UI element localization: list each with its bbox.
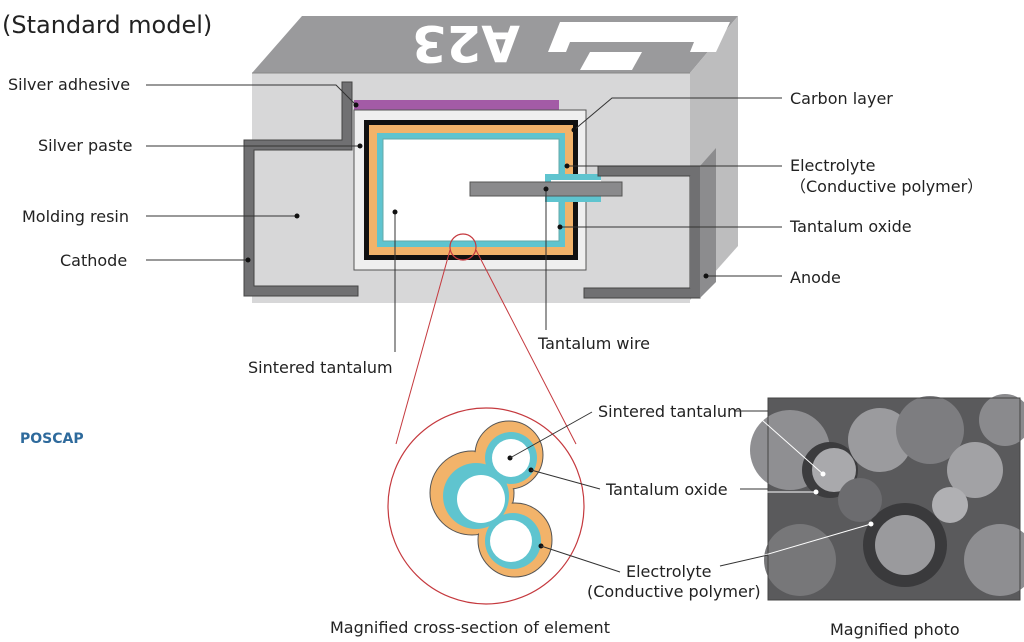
cathode-terminal [243, 81, 359, 297]
label-silver-adhesive: Silver adhesive [8, 75, 130, 94]
diagram-title: (Standard model) [2, 11, 212, 39]
label-silver-paste: Silver paste [38, 136, 132, 155]
magnified-photo [750, 394, 1024, 601]
zoom-callout-circle [449, 233, 477, 261]
label-tantalum-wire: Tantalum wire [537, 334, 650, 353]
label-mag-electrolyte: Electrolyte [626, 562, 712, 581]
label-mag-sintered-tantalum: Sintered tantalum [598, 402, 743, 421]
label-molding-resin: Molding resin [22, 207, 129, 226]
label-conductive-polymer: （Conductive polymer） [790, 177, 983, 196]
label-mag-tantalum-oxide: Tantalum oxide [605, 480, 728, 499]
label-carbon-layer: Carbon layer [790, 89, 893, 108]
label-anode: Anode [790, 268, 841, 287]
label-tantalum-oxide: Tantalum oxide [789, 217, 912, 236]
brand-label: POSCAP [20, 431, 84, 447]
caption-magnified-cross-section: Magnified cross-section of element [330, 618, 610, 637]
bottom-labels: Tantalum wire Sintered tantalum [248, 186, 650, 377]
label-electrolyte: Electrolyte [790, 156, 876, 175]
magnified-cross-section [387, 407, 585, 605]
top-marking: A23 [412, 14, 520, 72]
left-labels: Silver adhesive Silver paste Molding res… [8, 75, 363, 270]
anode-side [700, 148, 716, 298]
label-cathode: Cathode [60, 251, 127, 270]
silver-adhesive-layer [354, 100, 559, 110]
label-mag-conductive-polymer: (Conductive polymer) [587, 582, 761, 601]
polarity-mark-stem [580, 52, 642, 70]
caption-magnified-photo: Magnified photo [830, 620, 960, 639]
right-labels: Carbon layer Electrolyte （Conductive pol… [557, 89, 983, 287]
label-sintered-tantalum: Sintered tantalum [248, 358, 393, 377]
polarity-mark [548, 22, 730, 52]
